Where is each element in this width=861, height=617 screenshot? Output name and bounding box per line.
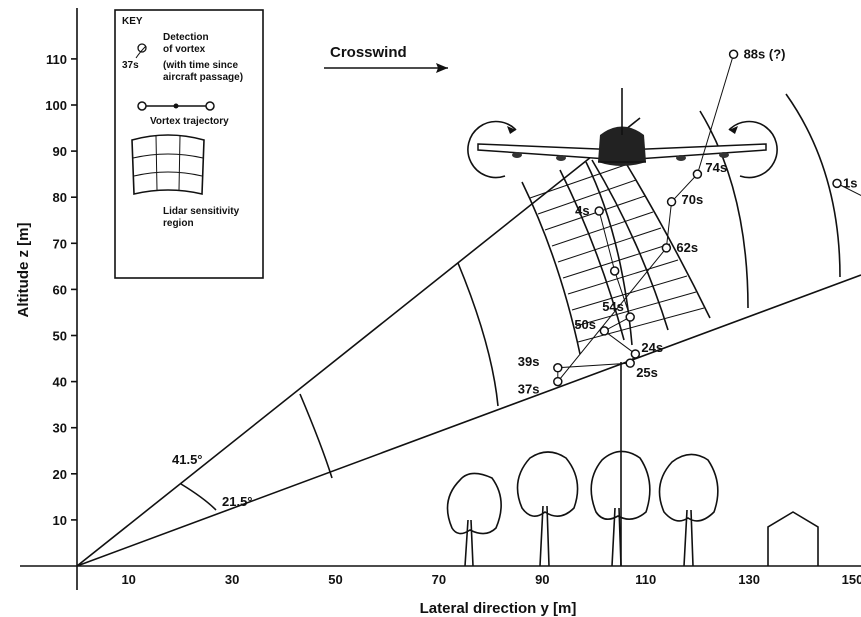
time-label: 39s (518, 354, 540, 369)
time-label: 62s (676, 240, 698, 255)
key-time-note-line2: aircraft passage) (163, 72, 243, 83)
trajectory-legend-icon (137, 101, 215, 111)
key-time-note-line1: (with time since (163, 60, 238, 71)
crosswind-label: Crosswind (330, 44, 407, 61)
lidar-sensitivity-grid (521, 149, 711, 355)
y-tick-label: 100 (45, 98, 67, 113)
y-ticks: 10 20 30 40 50 60 70 80 90 100 110 (45, 52, 77, 528)
y-tick-label: 50 (53, 329, 67, 344)
y-tick-label: 90 (53, 144, 67, 159)
vortex-detection-point (692, 169, 703, 179)
vortex-detection-point (728, 49, 739, 60)
time-label: 70s (682, 192, 704, 207)
time-label: 4s (575, 203, 589, 218)
x-tick-label: 70 (432, 572, 446, 587)
time-label: 37s (518, 382, 540, 397)
key-title: KEY (122, 16, 143, 27)
range-arc-1 (299, 393, 333, 479)
range-arc-4 (699, 110, 749, 309)
range-arc-5 (785, 93, 841, 278)
time-label: 88s (?) (744, 46, 786, 61)
x-tick-label: 130 (738, 572, 760, 587)
vortex-detection-point (666, 197, 677, 207)
x-axis-label: Lateral direction y [m] (420, 600, 577, 617)
time-label: 24s (641, 340, 663, 355)
x-tick-label: 90 (535, 572, 549, 587)
detection-icon (135, 43, 147, 59)
key-lidar-line2: region (163, 218, 194, 229)
y-tick-label: 20 (53, 467, 67, 482)
time-label: 50s (574, 317, 596, 332)
cone-lower-edge (76, 274, 861, 567)
vortex-detection-point (553, 376, 563, 387)
aircraft-icon (467, 88, 778, 179)
vortex-detection-point (599, 326, 610, 336)
y-tick-label: 10 (53, 513, 67, 528)
time-label: 1s (843, 175, 857, 190)
legend-key: KEY Detection of vortex 37s (with time s… (114, 9, 264, 279)
vortex-detection-point (661, 243, 672, 253)
key-detection-line2: of vortex (163, 44, 206, 55)
trajectory-line (836, 182, 861, 196)
y-tick-label: 80 (53, 190, 67, 205)
x-ticks: 10 30 50 70 90 110 130 150 (121, 572, 861, 587)
vortex-detection-point (553, 363, 563, 373)
angle-lower-label: 21.5° (222, 494, 253, 509)
x-tick-label: 30 (225, 572, 239, 587)
y-axis-label: Altitude z [m] (15, 223, 32, 318)
angle-upper-label: 41.5° (172, 452, 203, 467)
crosswind-arrow (324, 63, 448, 73)
vortex-detection-point (594, 206, 604, 216)
vortex-detection-point (832, 178, 842, 189)
trajectory-line (557, 54, 735, 384)
y-tick-label: 70 (53, 236, 67, 251)
y-tick-label: 40 (53, 375, 67, 390)
key-detection-line1: Detection (163, 32, 209, 43)
lidar-grid-legend-icon (131, 134, 205, 196)
y-tick-label: 30 (53, 421, 67, 436)
vortex-detection-point (609, 266, 620, 276)
x-tick-label: 10 (121, 572, 135, 587)
time-label: 74s (705, 160, 727, 175)
angle-arc (180, 483, 217, 511)
y-tick-label: 110 (46, 52, 67, 67)
key-trajectory: Vortex trajectory (150, 116, 229, 127)
key-lidar-line1: Lidar sensitivity (163, 206, 240, 217)
y-tick-label: 60 (53, 282, 67, 297)
vortex-detection-point (625, 312, 635, 322)
trees-icon (446, 450, 719, 567)
x-tick-label: 110 (635, 572, 656, 587)
key-time-example: 37s (122, 60, 139, 71)
vortex-detection-point (630, 349, 641, 359)
range-arc-2 (457, 262, 499, 407)
time-label: 25s (636, 365, 658, 380)
x-tick-label: 50 (328, 572, 342, 587)
x-tick-label: 150 (842, 572, 861, 587)
house-icon (767, 511, 819, 566)
time-label: 54s (602, 299, 624, 314)
vortex-detection-point (625, 358, 635, 368)
